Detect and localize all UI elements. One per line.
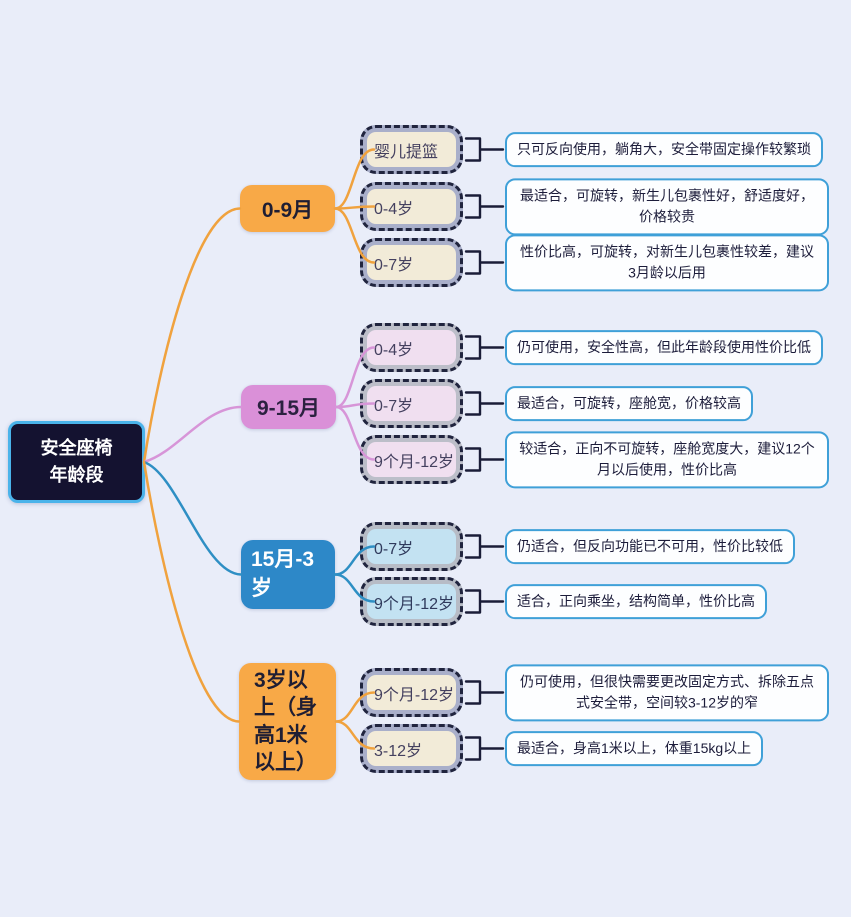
bracket-connector-b3-c2 (464, 589, 505, 614)
root-node[interactable]: 安全座椅 年龄段 (8, 421, 145, 503)
note-node-b4-c2[interactable]: 最适合，身高1米以上，体重15kg以上 (505, 730, 764, 767)
child-node-infant-basket[interactable]: 婴儿提篮 (360, 125, 463, 174)
child-node-inner: 0-4岁 (367, 330, 456, 365)
root-branch-line-b3 (142, 460, 243, 576)
note-node-b4-c1[interactable]: 仍可使用，但很快需要更改固定方式、拆除五点式安全带，空间较3-12岁的窄 (505, 663, 829, 722)
note-node-b1-c1[interactable]: 只可反向使用，躺角大，安全带固定操作较繁琐 (505, 131, 823, 168)
note-node-b2-c1[interactable]: 仍可使用，安全性高，但此年龄段使用性价比低 (505, 329, 823, 366)
root-branch-line-b2 (142, 405, 243, 464)
child-node-b4-9m-12y[interactable]: 9个月-12岁 (360, 668, 463, 717)
child-node-inner: 0-7岁 (367, 386, 456, 421)
note-node-b3-c2[interactable]: 适合，正向乘坐，结构简单，性价比高 (505, 583, 767, 620)
child-node-inner: 0-7岁 (367, 529, 456, 564)
root-branch-line-b4 (142, 460, 241, 723)
root-branch-line-b1 (142, 207, 242, 464)
bracket-connector-b4-c1 (464, 680, 505, 705)
note-node-b2-c2[interactable]: 最适合，可旋转，座舱宽，价格较高 (505, 385, 753, 422)
note-node-b1-c2[interactable]: 最适合，可旋转，新生儿包裹性好，舒适度好，价格较贵 (505, 177, 829, 236)
child-node-inner: 0-4岁 (367, 189, 456, 224)
note-node-b1-c3[interactable]: 性价比高，可旋转，对新生儿包裹性较差，建议3月龄以后用 (505, 233, 829, 292)
note-node-b3-c1[interactable]: 仍适合，但反向功能已不可用，性价比较低 (505, 528, 795, 565)
child-node-inner: 9个月-12岁 (367, 675, 456, 710)
bracket-connector-b4-c2 (464, 736, 505, 761)
child-node-b2-9m-12y[interactable]: 9个月-12岁 (360, 435, 463, 484)
bracket-connector-b2-c2 (464, 391, 505, 416)
child-node-b4-3-12y[interactable]: 3-12岁 (360, 724, 463, 773)
bracket-connector-b2-c3 (464, 447, 505, 472)
child-node-inner: 9个月-12岁 (367, 584, 456, 619)
child-node-inner: 9个月-12岁 (367, 442, 456, 477)
note-node-b2-c3[interactable]: 较适合，正向不可旋转，座舱宽度大，建议12个月以后使用，性价比高 (505, 430, 829, 489)
child-node-inner: 3-12岁 (367, 731, 456, 766)
child-node-inner: 0-7岁 (367, 245, 456, 280)
bracket-connector-b1-c1 (464, 137, 505, 162)
child-node-b2-0-4y[interactable]: 0-4岁 (360, 323, 463, 372)
bracket-connector-b3-c1 (464, 534, 505, 559)
child-node-inner: 婴儿提篮 (367, 132, 456, 167)
branch-node-15m-3y[interactable]: 15月-3岁 (241, 540, 335, 609)
branch-node-9-15m[interactable]: 9-15月 (241, 385, 336, 429)
bracket-connector-b2-c1 (464, 335, 505, 360)
child-node-b3-0-7y[interactable]: 0-7岁 (360, 522, 463, 571)
bracket-connector-b1-c2 (464, 194, 505, 219)
branch-node-3y-plus[interactable]: 3岁以上（身高1米以上） (239, 663, 336, 780)
child-node-b3-9m-12y[interactable]: 9个月-12岁 (360, 577, 463, 626)
child-node-b1-0-7y[interactable]: 0-7岁 (360, 238, 463, 287)
child-node-b1-0-4y[interactable]: 0-4岁 (360, 182, 463, 231)
branch-node-0-9m[interactable]: 0-9月 (240, 185, 335, 232)
child-node-b2-0-7y[interactable]: 0-7岁 (360, 379, 463, 428)
bracket-connector-b1-c3 (464, 250, 505, 275)
